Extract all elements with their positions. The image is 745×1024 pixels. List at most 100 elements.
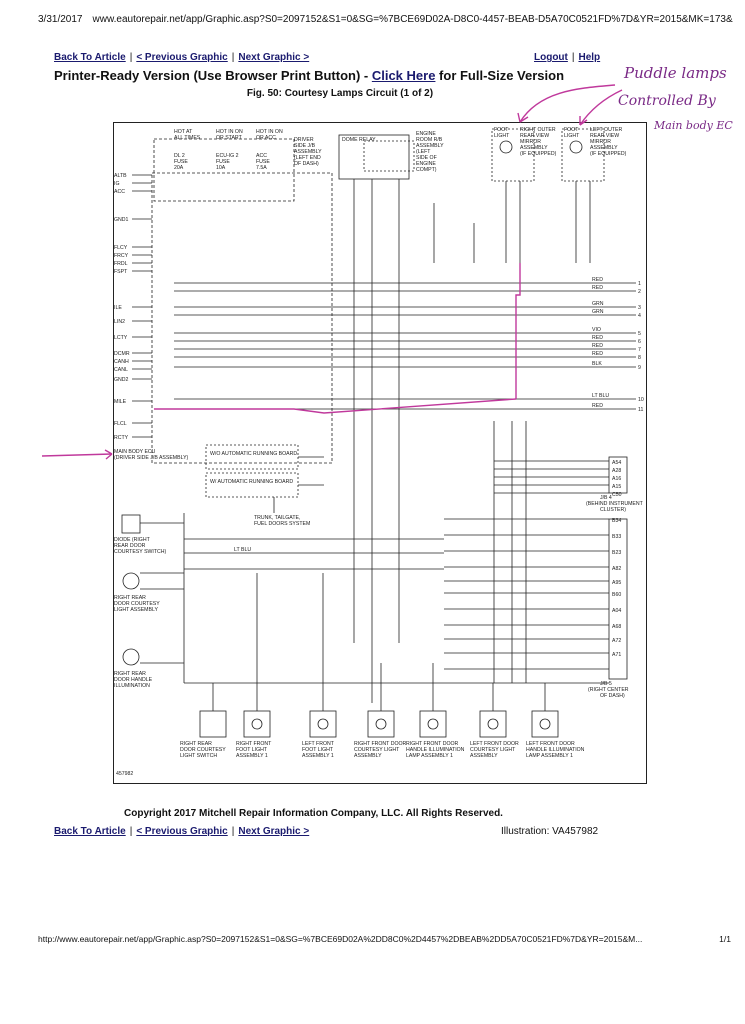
copyright-notice: Copyright 2017 Mitchell Repair Informati…	[124, 808, 503, 819]
wire-4-num: 4	[638, 313, 641, 319]
wire-1-color: RED	[592, 277, 603, 283]
jb5-label-2: (RIGHT CENTER	[588, 687, 629, 693]
pin-a16: A16	[612, 476, 621, 482]
next-graphic-link-bottom[interactable]: Next Graphic >	[238, 826, 310, 837]
main-ecu-label-1: MAIN BODY ECU	[114, 449, 156, 455]
jb5-label-1: J/B 5	[600, 681, 612, 687]
rr-handle-label-3: ILLUMINATION	[114, 683, 150, 689]
ecu-pointer-arrow	[41, 449, 113, 460]
nav-separator: |	[571, 52, 575, 63]
print-footer: http://www.eautorepair.net/app/Graphic.a…	[38, 934, 731, 944]
fuse2-name: ECU-IG 2	[216, 153, 239, 159]
pin-flcl: FLCL	[114, 421, 127, 427]
fuse2-header1: HOT IN ON	[216, 129, 243, 135]
bc4-label-2: COURTESY LIGHT	[354, 747, 400, 753]
fuse1-name: DL 2	[174, 153, 185, 159]
pin-gnd1: GND1	[114, 217, 129, 223]
full-size-link[interactable]: Click Here	[371, 68, 436, 83]
pin-b60: B60	[612, 592, 621, 598]
next-graphic-link[interactable]: Next Graphic >	[238, 52, 310, 63]
jb4-label-1: J/B 4	[600, 495, 612, 501]
printer-ready-text: Printer-Ready Version (Use Browser Print…	[54, 68, 372, 83]
wire-8-num: 8	[638, 355, 641, 361]
right-front-handle-illumination	[419, 710, 447, 738]
pin-canh: CANH	[114, 359, 129, 365]
right-mirror-d2: REAR VIEW	[520, 133, 549, 139]
back-to-article-link-bottom[interactable]: Back To Article	[54, 826, 126, 837]
left-mirror-t1: FOOT	[564, 127, 579, 133]
bc7-label-2: HANDLE ILLUMINATION	[526, 747, 585, 753]
jb5-connector	[608, 518, 628, 680]
previous-graphic-link-bottom[interactable]: < Previous Graphic	[136, 826, 228, 837]
pin-a28: A28	[612, 468, 621, 474]
rr-courtesy-label-2: DOOR COURTESY	[114, 601, 160, 607]
engine-box-1: ENGINE	[416, 131, 436, 137]
pin-gnd2: GND2	[114, 377, 129, 383]
pin-frdl: FRDL	[114, 261, 128, 267]
printer-ready-suffix: for Full-Size Version	[435, 68, 565, 83]
previous-graphic-link[interactable]: < Previous Graphic	[136, 52, 228, 63]
engine-box-4: (LEFT	[416, 149, 431, 155]
wire-1-num: 1	[638, 281, 641, 287]
back-to-article-link[interactable]: Back To Article	[54, 52, 126, 63]
pin-altb: ALTB	[114, 173, 127, 179]
pin-lin2: LIN2	[114, 319, 125, 325]
wire-5-color: VIO	[592, 327, 601, 333]
pin-b34: B34	[612, 518, 621, 524]
figure-title: Fig. 50: Courtesy Lamps Circuit (1 of 2)	[246, 88, 434, 99]
left-front-foot-light	[309, 710, 337, 738]
nav-separator: |	[129, 52, 133, 63]
trunk-label-1: TRUNK, TAILGATE,	[254, 515, 300, 521]
right-mirror-d5: (IF EQUIPPED)	[520, 151, 557, 157]
diode-label-3: COURTESY SWITCH)	[114, 549, 167, 555]
rr-handle-label-1: RIGHT REAR	[114, 671, 146, 677]
fuse2-type: FUSE	[216, 159, 230, 165]
pin-a71: A71	[612, 652, 621, 658]
pin-ile: ILE	[114, 305, 122, 311]
pin-rcty: RCTY	[114, 435, 129, 441]
nav-separator: |	[231, 826, 235, 837]
bc6-label-2: COURTESY LIGHT	[470, 747, 516, 753]
bottom-nav: Back To Article | < Previous Graphic | N…	[54, 826, 309, 837]
dome-relay-label: DOME RELAY	[342, 137, 376, 143]
bc2-label-3: ASSEMBLY 1	[236, 753, 268, 759]
engine-box-6: ENGINE	[416, 161, 436, 167]
wire-9-num: 9	[638, 365, 641, 371]
fuse3-header1: HOT IN ON	[256, 129, 283, 135]
engine-box-5: SIDE OF	[416, 155, 437, 161]
print-url: www.eautorepair.net/app/Graphic.asp?S0=2…	[92, 14, 734, 25]
logout-link[interactable]: Logout	[534, 52, 568, 63]
bc7-label-1: LEFT FRONT DOOR	[526, 741, 575, 747]
jb4-connector	[608, 456, 628, 494]
left-mirror-d4: ASSEMBLY	[590, 145, 618, 151]
help-link[interactable]: Help	[578, 52, 601, 63]
pin-a15: A15	[612, 484, 621, 490]
footer-url: http://www.eautorepair.net/app/Graphic.a…	[38, 934, 643, 944]
rr-handle-label-2: DOOR HANDLE	[114, 677, 153, 683]
diagram-number: 457982	[116, 771, 133, 777]
pin-a82: A82	[612, 566, 621, 572]
jb-label-1: DRIVER	[294, 137, 314, 143]
pin-fspt: FSPT	[114, 269, 128, 275]
bc1-label-3: LIGHT SWITCH	[180, 753, 217, 759]
footer-page-number: 1/1	[719, 934, 731, 944]
pin-a54: A54	[612, 460, 621, 466]
right-front-door-courtesy-light	[367, 710, 395, 738]
wire-8-color: RED	[592, 351, 603, 357]
diode-label-1: DIODE (RIGHT	[114, 537, 151, 543]
right-mirror-bulb	[499, 140, 513, 154]
right-rear-courtesy-light	[122, 572, 140, 590]
running-board-w-box	[205, 472, 299, 498]
left-mirror-d3: MIRROR	[590, 139, 611, 145]
bc6-label-1: LEFT FRONT DOOR	[470, 741, 519, 747]
right-front-foot-light	[243, 710, 271, 738]
bc1-label-1: RIGHT REAR	[180, 741, 212, 747]
fuse2-rating: 10A	[216, 165, 226, 171]
right-mirror-box	[491, 128, 535, 182]
handwritten-note-line2: Controlled By	[618, 93, 716, 109]
left-mirror-t2: LIGHT	[564, 133, 580, 139]
running-board-wo-box	[205, 444, 299, 470]
bc2-label-1: RIGHT FRONT	[236, 741, 272, 747]
print-date: 3/31/2017	[38, 14, 83, 25]
wire-7-color: RED	[592, 343, 603, 349]
